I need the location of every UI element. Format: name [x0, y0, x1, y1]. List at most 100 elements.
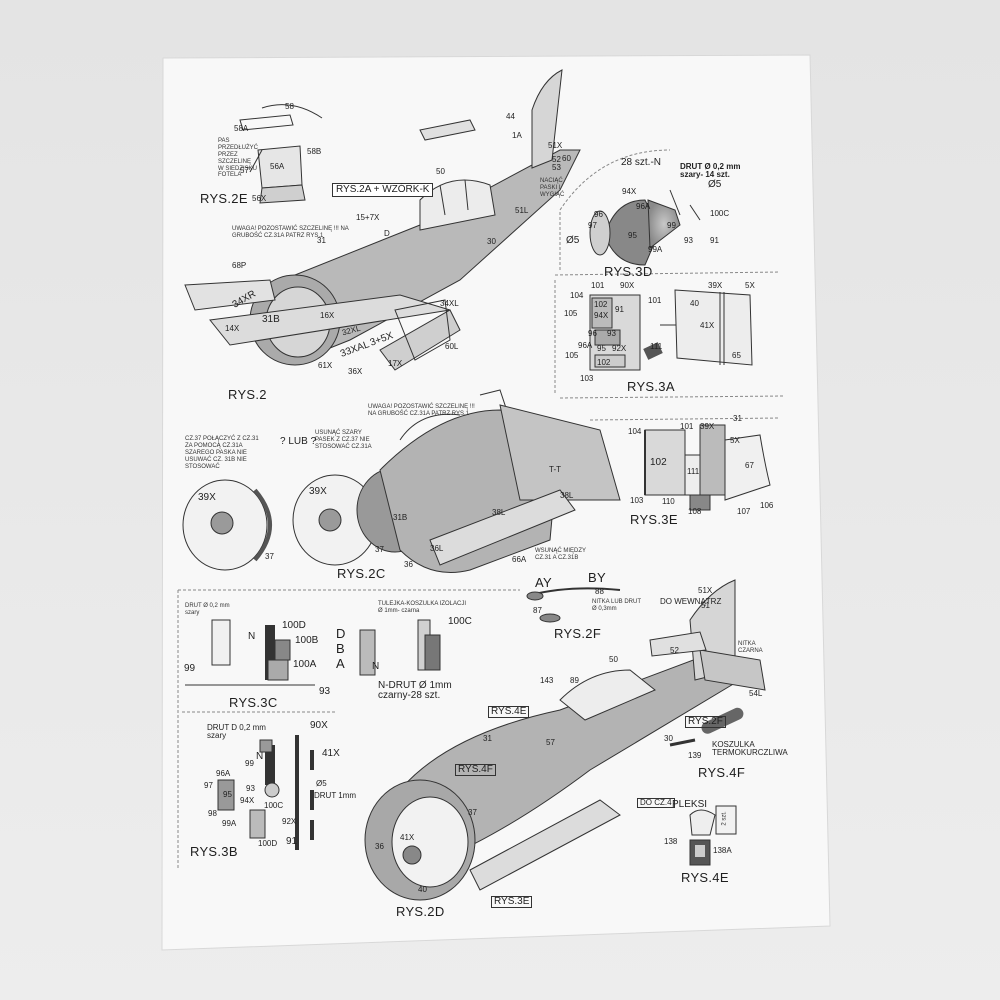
- rys4e-pleksi: PLEKSI: [672, 799, 708, 810]
- part-label: 1A: [512, 131, 522, 140]
- part-label: 96A: [216, 769, 231, 778]
- part-label: 67: [745, 461, 754, 470]
- rys2f-by: BY: [588, 570, 606, 585]
- part-label: 94X: [594, 311, 609, 320]
- rys2e-note: PAS PRZEDŁUŻYĆ PRZEZ SZCZELINĘ W SIEDZIS…: [218, 138, 259, 179]
- part-label: 40: [418, 885, 427, 894]
- part-label: 31: [317, 236, 326, 245]
- part-label: 60: [562, 154, 571, 163]
- part-label: 14X: [225, 324, 240, 333]
- rys2d-tag[interactable]: RYS.3E: [491, 896, 533, 908]
- part-label: D: [384, 229, 390, 238]
- part-label: 57: [546, 738, 555, 747]
- part-label: 111: [650, 342, 663, 351]
- part-label: 96: [588, 329, 597, 338]
- part-label: D: [336, 626, 346, 641]
- part-label: 101: [648, 296, 662, 305]
- part-label: 39X: [708, 281, 723, 290]
- rys3a-title: RYS.3A: [627, 379, 675, 394]
- rys2f-ay: AY: [535, 575, 552, 590]
- part-label: 39X: [309, 486, 327, 497]
- part-label: 41X: [322, 748, 340, 759]
- part-label: 39X: [700, 422, 715, 431]
- callout-rys4f[interactable]: RYS.4F: [455, 764, 496, 776]
- part-label: 100A: [293, 659, 317, 670]
- rys2f-note: NITKA LUB DRUT Ø 0,3mm: [592, 599, 641, 612]
- part-label: 39X: [198, 492, 216, 503]
- part-label: 58: [285, 102, 294, 111]
- part-label: N: [372, 661, 380, 672]
- part-label: 90X: [310, 720, 328, 731]
- part-label: T-T: [549, 465, 561, 474]
- part-label: 96A: [636, 202, 651, 211]
- part-label: 96A: [578, 341, 593, 350]
- part-label: 95: [628, 231, 637, 240]
- part-label: 99: [184, 663, 196, 674]
- part-label: N: [248, 631, 256, 642]
- part-label: 110: [662, 497, 675, 506]
- rys3d-cowling-drawing: [559, 149, 701, 270]
- part-label: 105: [565, 351, 579, 360]
- part-label: 93: [246, 784, 255, 793]
- part-label: 103: [630, 496, 644, 505]
- rys3a-panel-drawing: [589, 289, 753, 371]
- part-label: 99: [667, 221, 676, 230]
- rys3b-wire: DRUT D 0,2 mm szary: [207, 723, 266, 740]
- rys2-fuselage-drawing: [184, 69, 581, 371]
- part-label: 65: [732, 351, 741, 360]
- part-label: 41X: [400, 833, 415, 842]
- part-label: 15+7X: [356, 213, 380, 222]
- part-label: 5X: [730, 436, 740, 445]
- part-label: 105: [564, 309, 578, 318]
- part-label: 53: [552, 163, 561, 172]
- rys4f-title: RYS.4F: [698, 765, 746, 780]
- part-label: 100B: [295, 635, 319, 646]
- part-label: 51X: [548, 141, 563, 150]
- part-label: 95: [223, 790, 232, 799]
- part-label: 37: [375, 545, 384, 554]
- callout-do-cz4[interactable]: DO CZ.4: [637, 798, 675, 808]
- part-label: 100D: [282, 620, 306, 631]
- part-label: 104: [628, 427, 642, 436]
- part-label: 16X: [320, 311, 335, 320]
- rys3d-header: 28 szt.-N: [621, 157, 662, 168]
- part-label: 99A: [222, 819, 237, 828]
- callout-rys4e[interactable]: RYS.4E: [488, 706, 530, 718]
- part-label: 101: [680, 422, 694, 431]
- part-label: 97: [588, 221, 597, 230]
- part-label: N: [256, 751, 264, 762]
- part-label: 100C: [264, 801, 284, 810]
- part-label: 91: [286, 836, 298, 847]
- rys2d-aircraft-drawing: [364, 579, 766, 901]
- rys3d-title: RYS.3D: [604, 264, 653, 279]
- part-label: 97: [204, 781, 213, 790]
- rys3c-sleeve: TULEJKA-KOSZULKA IZOLACJI Ø 1mm- czarna: [378, 601, 467, 614]
- rys2c-bottom-note: WSUNĄĆ MIĘDZY CZ.31 A CZ.31B: [535, 548, 586, 561]
- part-label: B: [336, 641, 345, 656]
- part-label: 100C: [710, 209, 730, 218]
- rys2c-note3: UWAGA! POZOSTAWIĆ SZCZELINĘ !!! NA GRUBO…: [368, 404, 475, 417]
- part-label: 106: [760, 501, 774, 510]
- part-label: 17X: [388, 359, 403, 368]
- part-label: 87: [533, 606, 542, 615]
- part-label: 98: [208, 809, 217, 818]
- callout-rys2f[interactable]: RYS.2F: [685, 716, 726, 728]
- part-label: 36X: [348, 367, 363, 376]
- part-label: 100C: [448, 616, 472, 627]
- part-label: 41X: [700, 321, 715, 330]
- part-label: 56X: [252, 194, 267, 203]
- rys2f-title: RYS.2F: [554, 626, 602, 641]
- rys3c-wire: DRUT Ø 0,2 mm szary: [185, 603, 230, 616]
- rys2d-title: RYS.2D: [396, 904, 445, 919]
- part-label: 52: [552, 155, 561, 164]
- part-label: 92X: [612, 344, 627, 353]
- part-label: Ø5: [566, 235, 580, 246]
- part-label: 31: [483, 734, 492, 743]
- part-label: 37: [265, 552, 274, 561]
- part-label: 61X: [318, 361, 333, 370]
- part-label: 30: [664, 734, 673, 743]
- part-label: 38L: [492, 508, 506, 517]
- part-label: 138: [664, 837, 678, 846]
- part-label: 111: [687, 467, 700, 476]
